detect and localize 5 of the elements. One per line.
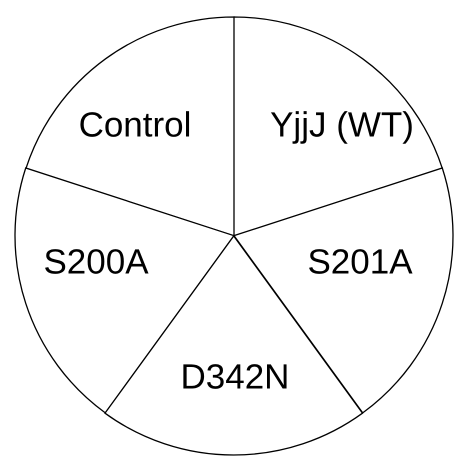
sector-label: D342N (180, 360, 290, 394)
sector-label: Control (78, 108, 192, 142)
sector-label: YjjJ (WT) (270, 108, 414, 142)
sector-label: S201A (307, 244, 413, 280)
sector-label: S200A (43, 244, 149, 280)
